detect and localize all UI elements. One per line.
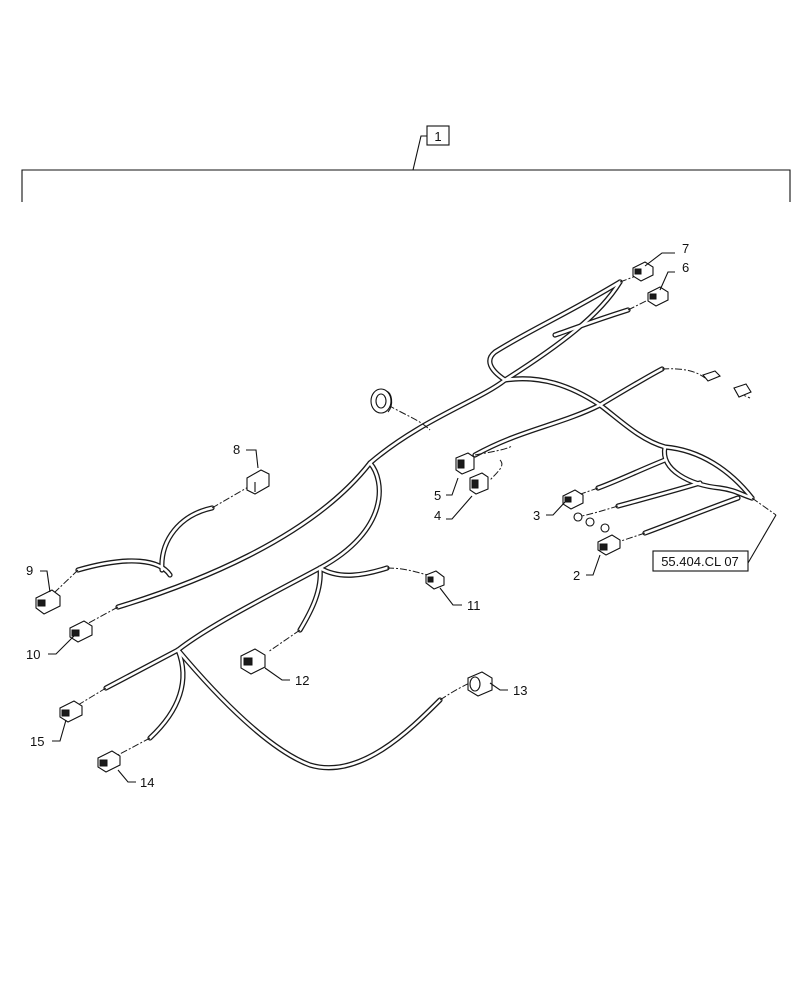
relay-icon [469,472,489,495]
connector-icon [647,286,669,307]
part-connection-lines [54,275,777,756]
connector-icon [425,570,445,590]
callout-9: 9 [26,563,33,578]
connector-icon [597,534,621,556]
callout-4: 4 [434,508,441,523]
connector-icon [632,261,654,282]
reference-box [652,550,749,572]
assembly-bracket: 1 [21,125,791,202]
ring-terminal-icon [573,512,610,533]
callout-10: 10 [26,647,40,662]
callout-5: 5 [434,488,441,503]
reference-label: 55.404.CL 07 [661,554,739,569]
callout-11: 11 [467,598,481,613]
callout-3: 3 [533,508,540,523]
connector-icon [702,370,752,398]
callout-15: 15 [30,734,44,749]
callout-12: 12 [295,673,309,688]
grommet-icon [370,388,393,414]
connector-icon [240,648,266,675]
connector-icon [97,750,121,773]
callout-14: 14 [140,775,154,790]
harness-wires [75,279,755,771]
callout-8: 8 [233,442,240,457]
connector-icon [69,620,93,643]
connector-icon [246,469,270,495]
callout-13: 13 [513,683,527,698]
callout-7: 7 [682,241,689,256]
callout-2: 2 [573,568,580,583]
reference-callout: 55.404.CL 07 [652,514,777,572]
callouts: 7 6 8 5 4 3 2 9 10 11 12 13 15 14 [26,241,689,790]
connector-icon [35,589,61,615]
connector-icon [562,489,584,510]
connector-icon [467,671,493,697]
assembly-number: 1 [434,129,441,144]
callout-6: 6 [682,260,689,275]
connector-icon [59,700,83,723]
relay-icon [455,452,475,475]
